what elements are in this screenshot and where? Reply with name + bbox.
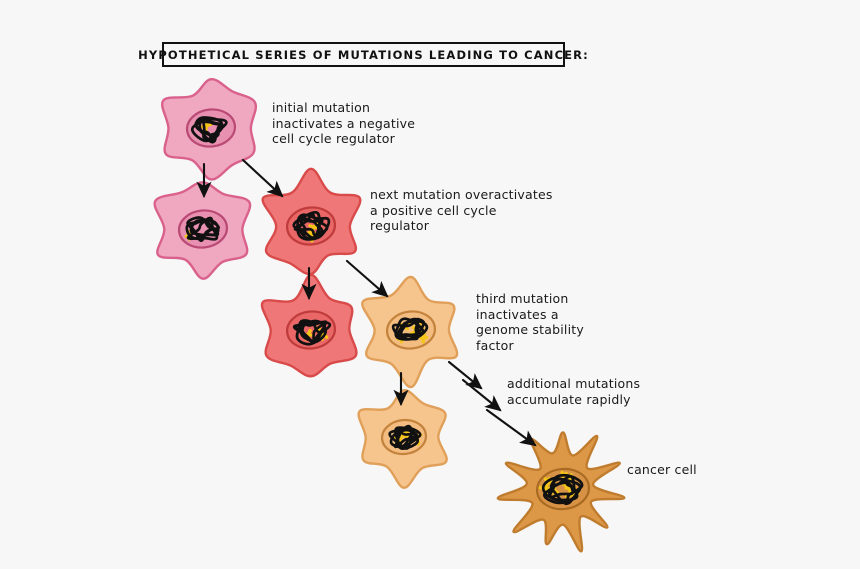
- cell-third: [361, 275, 459, 389]
- arrow-3-diagonal: [447, 360, 483, 390]
- chromatin-strand: [391, 317, 421, 341]
- arrow-1-diagonal: [241, 158, 284, 198]
- annotation-additional-mutations: additional mutations accumulate rapidly: [507, 376, 641, 407]
- chromatin-group: [538, 470, 584, 506]
- arrow-2-diagonal: [345, 259, 389, 298]
- chromatin-strand: [293, 213, 329, 237]
- cell-cancer: [496, 431, 626, 553]
- cell-second: [260, 273, 358, 378]
- arrow-4-diagonal: [461, 378, 502, 412]
- chromatin-group: [292, 210, 331, 243]
- cell-third: [357, 389, 448, 489]
- chromatin-strand: [549, 477, 582, 506]
- cell-initial: [153, 181, 252, 280]
- chromatin-strand: [301, 320, 328, 343]
- chromatin-group: [391, 317, 429, 344]
- chromatin-strand: [294, 320, 332, 344]
- cell-second: [261, 167, 362, 276]
- chromatin-group: [190, 116, 228, 144]
- chromatin-group: [388, 424, 423, 451]
- chromatin-strand: [186, 216, 219, 241]
- annotation-third-mutation: third mutation inactivates a genome stab…: [476, 291, 584, 353]
- chromatin-group: [292, 319, 332, 346]
- cell-initial: [161, 78, 258, 181]
- mutation-mark: [419, 335, 429, 340]
- annotation-cancer-cell: cancer cell: [627, 462, 697, 477]
- chromatin-strand: [542, 475, 578, 505]
- chromatin-strand: [388, 426, 422, 450]
- chromatin-strand: [541, 476, 575, 499]
- page-title: Hypothetical series of mutations leading…: [138, 47, 589, 62]
- chromatin-strand: [194, 120, 223, 144]
- arrows-layer: [196, 158, 537, 447]
- diagram-title-box: Hypothetical series of mutations leading…: [138, 42, 588, 67]
- annotation-initial-mutation: initial mutation inactivates a negative …: [272, 100, 416, 146]
- chromatin-strand: [295, 319, 322, 346]
- chromatin-group: [184, 216, 220, 243]
- annotation-next-mutation: next mutation overactivates a positive c…: [370, 187, 553, 233]
- arrow-5-diagonal: [485, 408, 537, 447]
- chromatin-strand: [297, 217, 324, 241]
- cells-layer: [153, 78, 626, 553]
